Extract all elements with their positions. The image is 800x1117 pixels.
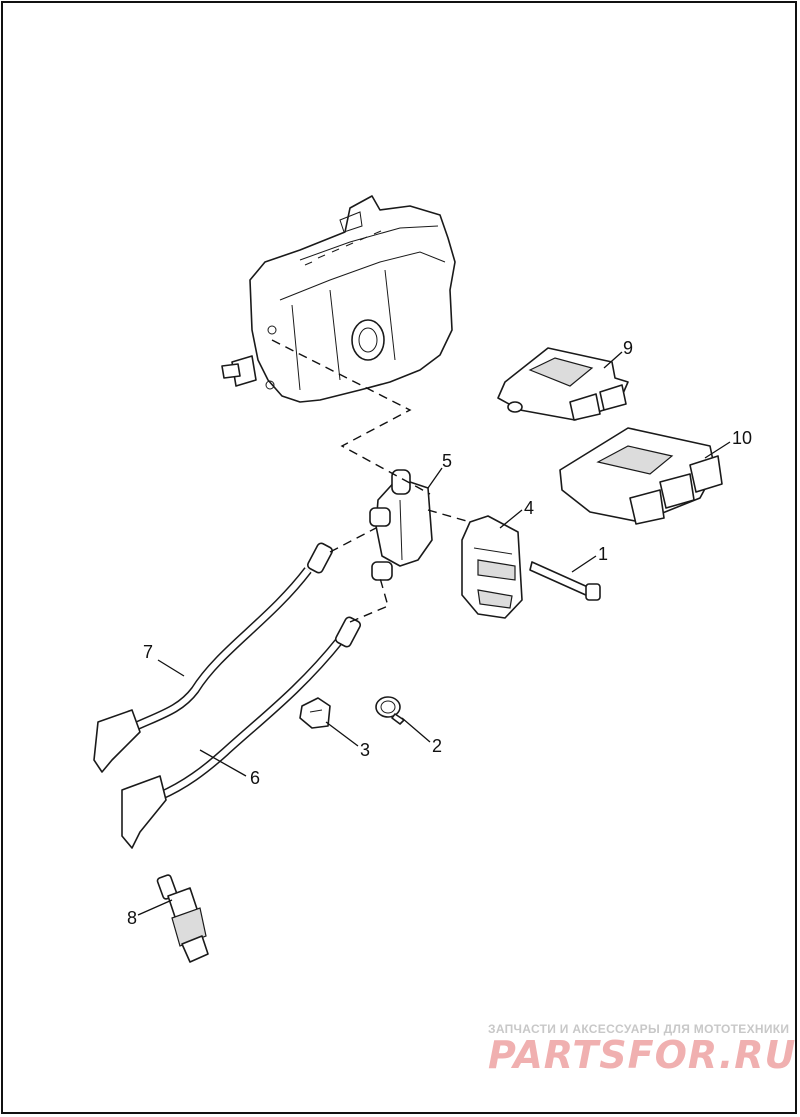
spark-plug-wire-6 [121, 616, 362, 849]
watermark-tagline: ЗАПЧАСТИ И АКСЕССУАРЫ ДЛЯ МОТОТЕХНИКИ [488, 1022, 790, 1036]
callout-9: 9 [623, 338, 633, 358]
spark-plug-8 [156, 874, 209, 963]
callout-4: 4 [524, 498, 534, 518]
callout-8: 8 [127, 908, 137, 928]
callout-7: 7 [143, 642, 153, 662]
callout-10: 10 [732, 428, 752, 448]
callout-1: 1 [598, 544, 608, 564]
mounting-bracket [221, 195, 456, 403]
bolt-1 [529, 561, 601, 601]
callout-6: 6 [250, 768, 260, 788]
spark-plug-wire-7 [93, 542, 334, 773]
assembly-line-coil-4 [427, 509, 471, 523]
assembly-line-wire-7 [329, 527, 377, 553]
assembly-line-wire-6 [349, 577, 389, 623]
ecm-module-9 [497, 347, 629, 421]
watermark-logo: PARTSFOR.RU [488, 1033, 797, 1077]
clip-3 [299, 697, 331, 729]
assembly-line-bracket [271, 339, 431, 495]
clamp-ring-2 [375, 696, 405, 725]
callout-3: 3 [360, 740, 370, 760]
leader-lines [137, 351, 731, 916]
callout-5: 5 [442, 451, 452, 471]
ignition-coil-5 [369, 469, 433, 581]
ecm-module-10 [559, 427, 723, 525]
callout-2: 2 [432, 736, 442, 756]
ignition-coil-4 [461, 515, 523, 619]
